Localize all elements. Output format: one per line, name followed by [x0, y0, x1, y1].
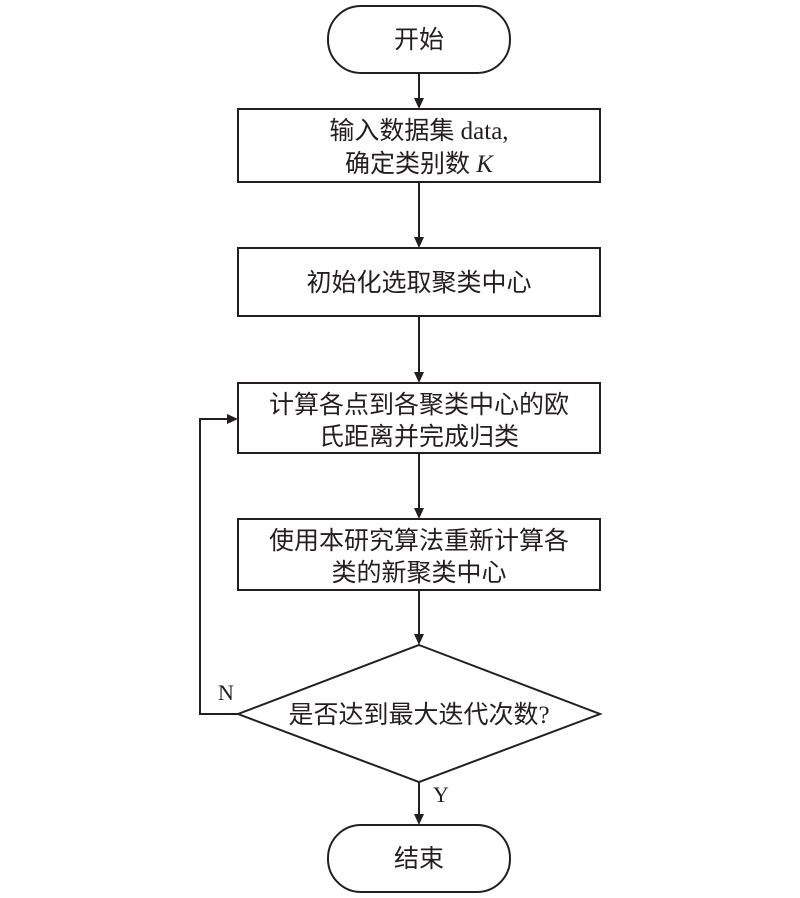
update-line-1: 使用本研究算法重新计算各 [269, 527, 569, 555]
compute-line-2: 氏距离并完成归类 [319, 423, 519, 451]
compute-process-box [237, 382, 601, 454]
init-label: 初始化选取聚类中心 [306, 269, 531, 297]
start-label: 开始 [394, 26, 444, 54]
arrowhead-loop-back [227, 414, 238, 424]
decision-diamond [235, 643, 603, 784]
end-terminal [327, 824, 511, 893]
start-terminal [327, 5, 511, 74]
arrowhead-input-to-init [414, 237, 424, 248]
no-branch-label: N [218, 680, 234, 705]
input-line-2-prefix: 确定类别数 [345, 150, 476, 178]
decision-label: 是否达到最大迭代次数? [288, 701, 549, 729]
yes-branch-label: Y [433, 782, 449, 807]
compute-line-1: 计算各点到各聚类中心的欧 [269, 391, 569, 419]
arrowhead-update-to-decision [414, 634, 424, 645]
arrowhead-decision-to-end [414, 814, 424, 825]
update-line-2: 类的新聚类中心 [331, 559, 506, 587]
arrowhead-start-to-input [414, 98, 424, 109]
end-label: 结束 [394, 845, 444, 873]
loop-back-connector [199, 418, 238, 715]
input-line-2: 确定类别数 K [345, 150, 494, 178]
init-process-box [237, 247, 601, 317]
arrowhead-init-to-compute [414, 372, 424, 383]
input-process-box [237, 108, 601, 183]
cluster-count-variable: K [475, 151, 494, 178]
update-process-box [237, 518, 601, 591]
input-line-1: 输入数据集 data, [329, 117, 508, 145]
arrowhead-compute-to-update [414, 508, 424, 519]
